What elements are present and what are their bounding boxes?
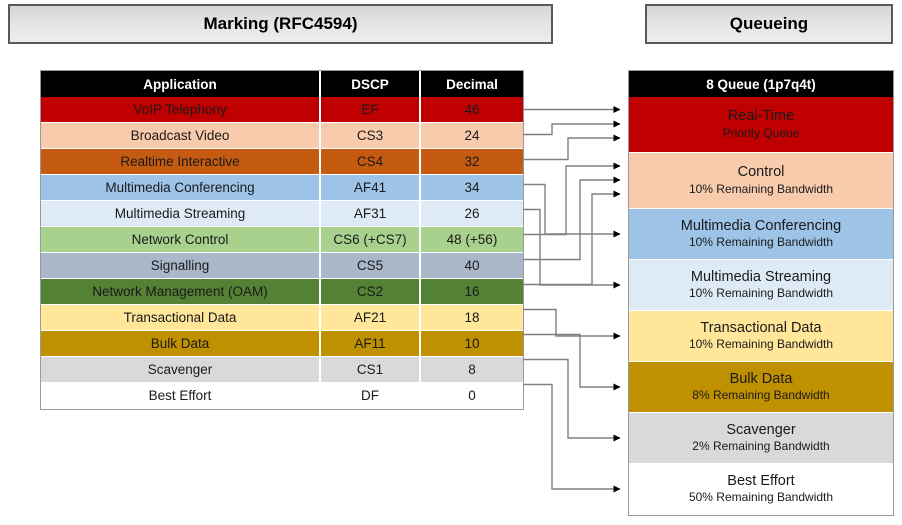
marking-section-title: Marking (RFC4594) [8, 4, 553, 44]
marking-cell-application: Multimedia Conferencing [41, 175, 321, 200]
connector-line [523, 134, 621, 161]
marking-cell-decimal: 48 (+56) [446, 232, 498, 247]
marking-cell-application: Network Control [41, 227, 321, 252]
marking-cell-decimal: 10 [464, 336, 480, 351]
queue-bandwidth-label: 8% Remaining Bandwidth [692, 388, 830, 403]
marking-cell-application: Signalling [41, 253, 321, 278]
queueing-section-title: Queueing [645, 4, 893, 44]
marking-cell-application: Best Effort [41, 383, 321, 408]
connector-line [523, 358, 621, 442]
connector-line [523, 333, 621, 391]
marking-cell-decimal: 16 [464, 284, 480, 299]
marking-cell-application: Network Management (OAM) [41, 279, 321, 304]
queue-bandwidth-label: Priority Queue [722, 125, 800, 140]
marking-cell-dscp: AF21 [321, 305, 421, 330]
queue-bandwidth-label: 50% Remaining Bandwidth [688, 490, 834, 505]
marking-cell-dscp: EF [321, 97, 421, 122]
connector-line [523, 383, 621, 493]
queue-bandwidth-label: 10% Remaining Bandwidth [688, 235, 834, 250]
marking-cell-application: Broadcast Video [41, 123, 321, 148]
marking-cell-dscp: AF31 [321, 201, 421, 226]
marking-cell-application: Realtime Interactive [41, 149, 321, 174]
marking-cell-application: Bulk Data [41, 331, 321, 356]
queue-name: Bulk Data [729, 370, 793, 387]
connector-line [523, 183, 621, 238]
marking-cell-dscp: CS2 [321, 279, 421, 304]
marking-cell-dscp: AF11 [321, 331, 421, 356]
marking-row[interactable]: Network Management (OAM)CS2 16 [41, 279, 523, 305]
marking-cell-decimal: 40 [464, 258, 480, 273]
marking-cell-dscp: CS1 [321, 357, 421, 382]
queue-name: Transactional Data [700, 319, 822, 336]
connector-line [523, 208, 621, 289]
queue-name: Real-Time [727, 108, 795, 125]
queue-bandwidth-label: 2% Remaining Bandwidth [692, 439, 830, 454]
marking-title-text: Marking (RFC4594) [203, 14, 358, 33]
marking-cell-dscp: CS5 [321, 253, 421, 278]
queue-name: Multimedia Conferencing [680, 217, 842, 234]
marking-cell-decimal: 24 [464, 128, 480, 143]
marking-cell-application: Multimedia Streaming [41, 201, 321, 226]
marking-cell-decimal: 0 [468, 388, 476, 403]
connector-line [523, 120, 621, 136]
marking-cell-application: Scavenger [41, 357, 321, 382]
queue-name: Multimedia Streaming [690, 268, 832, 285]
marking-cell-decimal: 26 [464, 206, 480, 221]
connector-line [523, 190, 621, 286]
queue-name: Control [737, 164, 785, 181]
marking-cell-dscp: CS6 (+CS7) [321, 227, 421, 252]
marking-cell-application: VoIP Telephony [41, 97, 321, 122]
marking-cell-dscp: CS4 [321, 149, 421, 174]
connector-line [523, 162, 621, 236]
queue-bandwidth-label: 10% Remaining Bandwidth [688, 337, 834, 352]
queue-name: Best Effort [727, 472, 795, 489]
marking-cell-decimal: 8 [468, 362, 476, 377]
marking-cell-decimal: 46 [464, 102, 480, 117]
queue-bandwidth-label: 10% Remaining Bandwidth [688, 286, 834, 301]
queue-table-header: 8 Queue (1p7q4t) [629, 71, 893, 97]
connector-line [523, 176, 621, 261]
column-header-dscp: DSCP [321, 71, 421, 97]
column-header-decimal: Decimal [446, 76, 498, 92]
marking-cell-dscp: CS3 [321, 123, 421, 148]
marking-cell-dscp: AF41 [321, 175, 421, 200]
queue-bandwidth-label: 10% Remaining Bandwidth [688, 181, 834, 196]
queueing-title-text: Queueing [729, 14, 809, 33]
marking-cell-decimal: 34 [464, 180, 480, 195]
marking-cell-application: Transactional Data [41, 305, 321, 330]
marking-cell-dscp: DF [321, 383, 421, 408]
connector-line [523, 308, 621, 340]
marking-cell-decimal: 32 [464, 154, 480, 169]
marking-cell-decimal: 18 [464, 310, 480, 325]
queue-name: Scavenger [726, 421, 796, 438]
column-header-application: Application [41, 71, 321, 97]
